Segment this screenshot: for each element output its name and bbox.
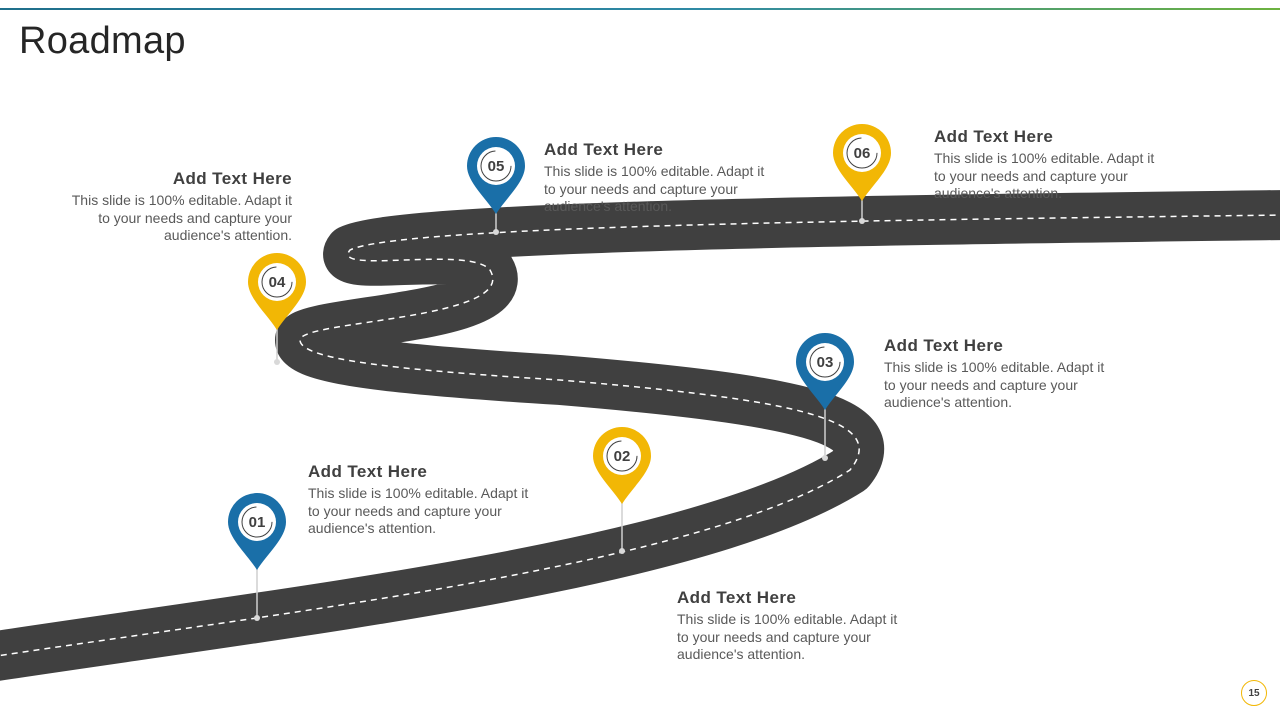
milestone-heading: Add Text Here bbox=[308, 462, 428, 481]
milestone-number: 02 bbox=[614, 448, 631, 465]
milestone-heading: Add Text Here bbox=[677, 588, 797, 607]
milestone-description: This slide is 100% editable. Adapt it to… bbox=[308, 485, 529, 536]
map-pin-icon: 04 bbox=[248, 253, 306, 365]
pin-ring bbox=[261, 266, 293, 298]
pin-ring bbox=[480, 150, 512, 182]
pin-base-dot bbox=[619, 548, 625, 554]
milestone-description: This slide is 100% editable. Adapt it to… bbox=[677, 611, 898, 662]
pin-base-dot bbox=[254, 615, 260, 621]
milestone-number: 03 bbox=[817, 354, 834, 371]
milestone-text-06: Add Text Here This slide is 100% editabl… bbox=[934, 127, 1164, 203]
milestone-number: 05 bbox=[488, 158, 505, 175]
milestone-number: 01 bbox=[249, 514, 266, 531]
pin-center bbox=[806, 343, 844, 381]
milestone-text-03: Add Text Here This slide is 100% editabl… bbox=[884, 336, 1114, 412]
pin-center bbox=[258, 263, 296, 301]
pin-base-dot bbox=[822, 455, 828, 461]
milestone-description: This slide is 100% editable. Adapt it to… bbox=[544, 163, 765, 214]
pin-center bbox=[603, 437, 641, 475]
pin-ring bbox=[809, 346, 841, 378]
pin-ring bbox=[241, 506, 273, 538]
milestone-text-02: Add Text Here This slide is 100% editabl… bbox=[677, 588, 907, 664]
milestone-description: This slide is 100% editable. Adapt it to… bbox=[884, 359, 1105, 410]
map-pin-icon: 06 bbox=[833, 124, 891, 224]
pin-base-dot bbox=[493, 229, 499, 235]
milestone-heading: Add Text Here bbox=[172, 169, 292, 188]
milestone-number: 04 bbox=[269, 274, 286, 291]
pin-center bbox=[477, 147, 515, 185]
pin-center bbox=[843, 134, 881, 172]
pin-ring bbox=[606, 440, 638, 472]
milestone-number: 06 bbox=[854, 145, 871, 162]
slide-title: Roadmap bbox=[19, 20, 186, 62]
map-pin-icon: 01 bbox=[228, 493, 286, 621]
top-accent-line bbox=[0, 8, 1280, 10]
map-pin-icon: 05 bbox=[467, 137, 525, 235]
pin-base-dot bbox=[274, 359, 280, 365]
milestone-heading: Add Text Here bbox=[544, 140, 664, 159]
pin-center bbox=[238, 503, 276, 541]
pin-ring bbox=[846, 137, 878, 169]
milestone-text-04: Add Text Here This slide is 100% editabl… bbox=[62, 169, 292, 245]
milestone-heading: Add Text Here bbox=[934, 127, 1054, 146]
milestone-heading: Add Text Here bbox=[884, 336, 1004, 355]
milestone-text-01: Add Text Here This slide is 100% editabl… bbox=[308, 462, 538, 538]
milestone-text-05: Add Text Here This slide is 100% editabl… bbox=[544, 140, 774, 216]
milestone-description: This slide is 100% editable. Adapt it to… bbox=[71, 192, 292, 243]
road-center-line bbox=[0, 214, 1280, 657]
map-pin-icon: 03 bbox=[796, 333, 854, 461]
pin-base-dot bbox=[859, 218, 865, 224]
milestone-description: This slide is 100% editable. Adapt it to… bbox=[934, 150, 1155, 201]
map-pin-icon: 02 bbox=[593, 427, 651, 554]
page-number-badge: 15 bbox=[1241, 680, 1267, 706]
